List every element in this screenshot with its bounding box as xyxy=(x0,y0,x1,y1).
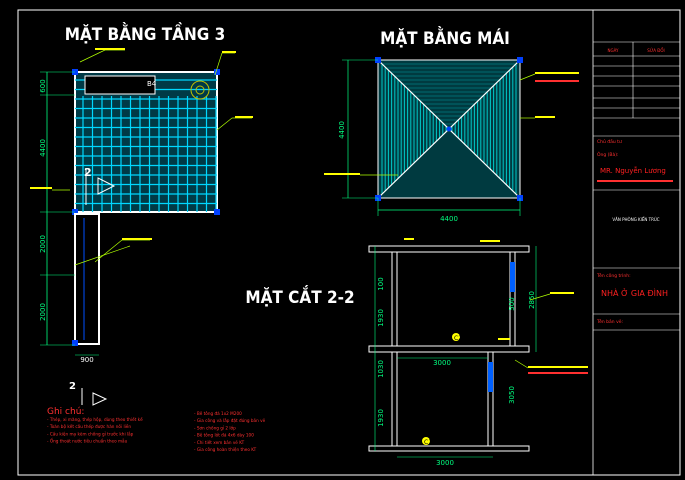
note-line: - Sơn chống gỉ 2 lớp xyxy=(194,425,236,430)
floor3-corridor xyxy=(74,213,100,345)
note-line: - Thép, xi măng, thép hộp, dùng theo thi… xyxy=(47,417,143,422)
section-mark: 2 xyxy=(84,166,92,179)
tag-c1-bullet xyxy=(422,437,430,445)
tb-designer-label: Chủ đầu tư xyxy=(597,137,623,145)
tb-header-change: SỬA ĐỔI xyxy=(647,48,664,53)
floor3-tile-grid xyxy=(75,79,217,212)
title-block: NGÀY SỬA ĐỔI Chủ đầu tư Ông (Bà): MR. Ng… xyxy=(593,41,680,331)
dim-4400-left: 4400 xyxy=(39,139,47,157)
notes-left-list: - Thép, xi măng, thép hộp, dùng theo thi… xyxy=(47,417,143,444)
section-2-2: MẶT CẮT 2-2 100 1930 1030 1930 2850 500 … xyxy=(245,238,588,467)
sec-dim-500: 500 xyxy=(508,297,516,310)
note-line: - Ống thoát nước tiêu chuẩn theo mẫu xyxy=(47,439,128,444)
tag-c2-bullet xyxy=(452,333,460,341)
title-block-frame xyxy=(592,9,681,476)
dim-2000-a: 2000 xyxy=(39,235,47,253)
sec-dim-3000-bottom: 3000 xyxy=(436,459,454,467)
tb-address-bar xyxy=(597,180,673,182)
section-title: MẶT CẮT 2-2 xyxy=(245,284,354,308)
sec-dim-1930-up: 1930 xyxy=(377,309,385,327)
notes-title: Ghi chú: xyxy=(47,407,84,417)
floor-slab xyxy=(368,345,530,353)
note-line: - Chi tiết xem bản vẽ KT xyxy=(194,440,245,445)
note-line: - Gia công hoàn thiện theo KT xyxy=(194,447,257,452)
tb-drawing-name: VĂN PHÒNG KIẾN TRÚC xyxy=(612,216,659,222)
window-lower xyxy=(488,362,493,392)
roof-center xyxy=(446,126,452,132)
column-corridor xyxy=(72,340,78,346)
tb-owner-label: Ông (Bà): xyxy=(597,151,619,158)
column-tr xyxy=(214,69,220,75)
drain-inner xyxy=(195,85,205,95)
dim-900: 900 xyxy=(80,356,93,364)
tb-project-label: Tên công trình: xyxy=(596,272,631,279)
tb-owner-name: MR. Nguyễn Lương xyxy=(600,166,666,175)
sec-dim-1930-low: 1930 xyxy=(377,409,385,427)
lower-mark: 2 xyxy=(69,381,76,392)
tag-c2: C2 xyxy=(454,335,462,342)
roof-dim-bottom: 4400 xyxy=(440,215,458,223)
sec-dim-100: 100 xyxy=(377,277,385,290)
column-br xyxy=(214,209,220,215)
floor3-title: MẶT BẰNG TẦNG 3 xyxy=(65,21,226,45)
ground-slab xyxy=(368,445,530,452)
sec-dim-2850: 2850 xyxy=(528,291,536,309)
tb-header-date: NGÀY xyxy=(608,48,620,53)
sec-dim-3050: 3050 xyxy=(508,386,516,404)
note-line: - Gia công và lắp đặt đúng bản vẽ xyxy=(194,418,266,423)
stair-opening xyxy=(84,75,156,95)
roof-hatch xyxy=(381,63,517,195)
roof-dim-left: 4400 xyxy=(338,121,346,139)
floor3-plan: MẶT BẰNG TẦNG 3 B4 600 4400 2000 2000 90… xyxy=(30,21,253,364)
sec-dim-3000-mid: 3000 xyxy=(433,359,451,367)
roof-title: MẶT BẰNG MÁI xyxy=(380,25,510,49)
dim-600: 600 xyxy=(39,79,47,92)
note-line: - Cấu kiện mạ kẽm chống gỉ trước khi lắp xyxy=(47,431,134,436)
tb-sheet-label: Tên bản vẽ: xyxy=(596,318,623,325)
notes-block: Ghi chú: - Thép, xi măng, thép hộp, dùng… xyxy=(47,407,266,452)
dim-2000-b: 2000 xyxy=(39,303,47,321)
note-line: - Bê tông lót đá 4x6 dày 100 xyxy=(194,433,254,438)
roof-slab xyxy=(368,245,530,253)
sec-dim-1030: 1030 xyxy=(377,360,385,378)
roof-plan: MẶT BẰNG MÁI 4400 4400 xyxy=(324,25,579,223)
note-line: - Bê tông đá 1x2 M200 xyxy=(194,411,242,416)
tag-c1: C1 xyxy=(424,439,432,446)
lower-section-marker: 2 xyxy=(69,381,108,406)
note-line: - Toàn bộ kết cấu thép được hàn nối liền xyxy=(47,424,131,429)
section-arrow xyxy=(97,177,116,195)
room-tag: B4 xyxy=(147,80,157,88)
notes-right-list: - Bê tông đá 1x2 M200 - Gia công và lắp đ… xyxy=(194,411,266,452)
tb-project-name: NHÀ Ở GIA ĐÌNH xyxy=(601,287,668,298)
window-upper xyxy=(510,262,515,292)
drain-circle xyxy=(190,80,210,100)
